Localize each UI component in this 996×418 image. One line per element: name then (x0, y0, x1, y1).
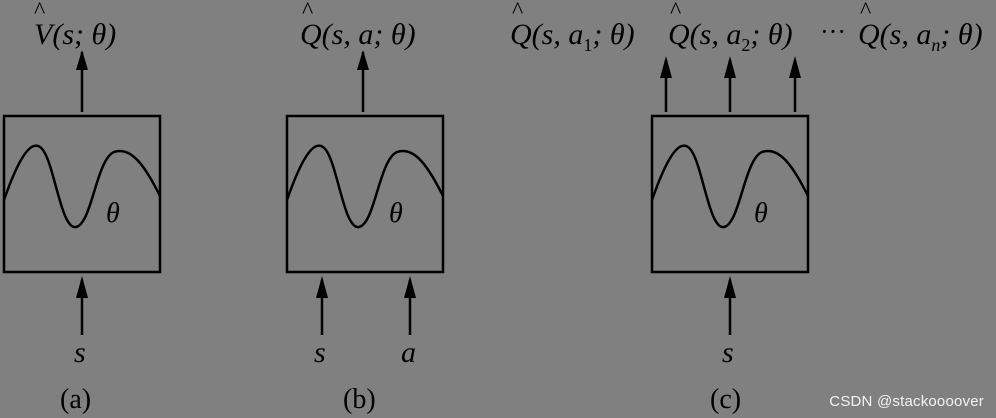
network-box (2, 114, 162, 274)
output-args: (s, a (880, 18, 932, 51)
wave-curve (285, 144, 445, 229)
hat-symbol: Q (300, 18, 322, 51)
output-args: (s; θ) (52, 18, 116, 51)
subscript: 2 (741, 35, 750, 55)
wave-curve (650, 144, 810, 229)
hat-symbol: Q (858, 18, 880, 51)
output-label-a: V(s; θ) (34, 18, 116, 51)
caption-a: (a) (60, 384, 91, 415)
panel-c: Q(s, a1; θ) ^ Q(s, a2; θ) ^ ··· Q(s, an;… (510, 0, 983, 415)
input-arrowhead (76, 276, 88, 298)
input-label-s: s (722, 336, 734, 369)
ellipsis: ··· (820, 17, 846, 46)
input-label-s: s (314, 336, 326, 369)
input-arrowhead (404, 276, 416, 298)
subscript: n (931, 35, 940, 55)
output-arrowhead (357, 50, 369, 70)
output-args: (s, a (532, 18, 584, 51)
output-args-tail: ; θ) (750, 18, 792, 51)
hat-accent: ^ (302, 0, 313, 24)
output-arrowhead (76, 50, 88, 70)
output-args: (s, a (690, 18, 742, 51)
network-box (650, 114, 810, 274)
hat-symbol: Q (510, 18, 532, 51)
wave-curve (2, 144, 162, 229)
output-arrowhead (660, 56, 672, 78)
hat-accent: ^ (860, 0, 871, 24)
output-label-b: Q(s, a; θ) (300, 18, 416, 51)
param-label: θ (389, 198, 403, 229)
input-arrowhead (316, 276, 328, 298)
input-arrowhead (724, 276, 736, 298)
output-arrowhead (789, 56, 801, 78)
output-label-cn: Q(s, an; θ) (858, 18, 983, 55)
param-label: θ (106, 198, 120, 229)
output-label-c2: Q(s, a2; θ) (668, 18, 793, 55)
caption-b: (b) (343, 384, 376, 415)
caption-c: (c) (710, 384, 741, 415)
output-arrowhead (724, 56, 736, 78)
watermark: CSDN @stackoooover (829, 393, 984, 410)
input-label-a: a (401, 336, 416, 369)
panel-a: V(s; θ) ^ θ s (a) (2, 0, 162, 415)
network-box (285, 114, 445, 274)
output-args: (s, a; θ) (322, 18, 416, 51)
output-label-c1: Q(s, a1; θ) (510, 18, 635, 55)
hat-accent: ^ (670, 0, 681, 24)
param-label: θ (754, 198, 768, 229)
input-label-s: s (74, 336, 86, 369)
output-args-tail: ; θ) (940, 18, 982, 51)
hat-accent: ^ (512, 0, 523, 24)
subscript: 1 (583, 35, 592, 55)
panel-b: Q(s, a; θ) ^ θ s a (b) (285, 0, 445, 415)
hat-symbol: V (34, 18, 56, 51)
output-args-tail: ; θ) (592, 18, 634, 51)
hat-symbol: Q (668, 18, 690, 51)
hat-accent: ^ (34, 0, 45, 24)
